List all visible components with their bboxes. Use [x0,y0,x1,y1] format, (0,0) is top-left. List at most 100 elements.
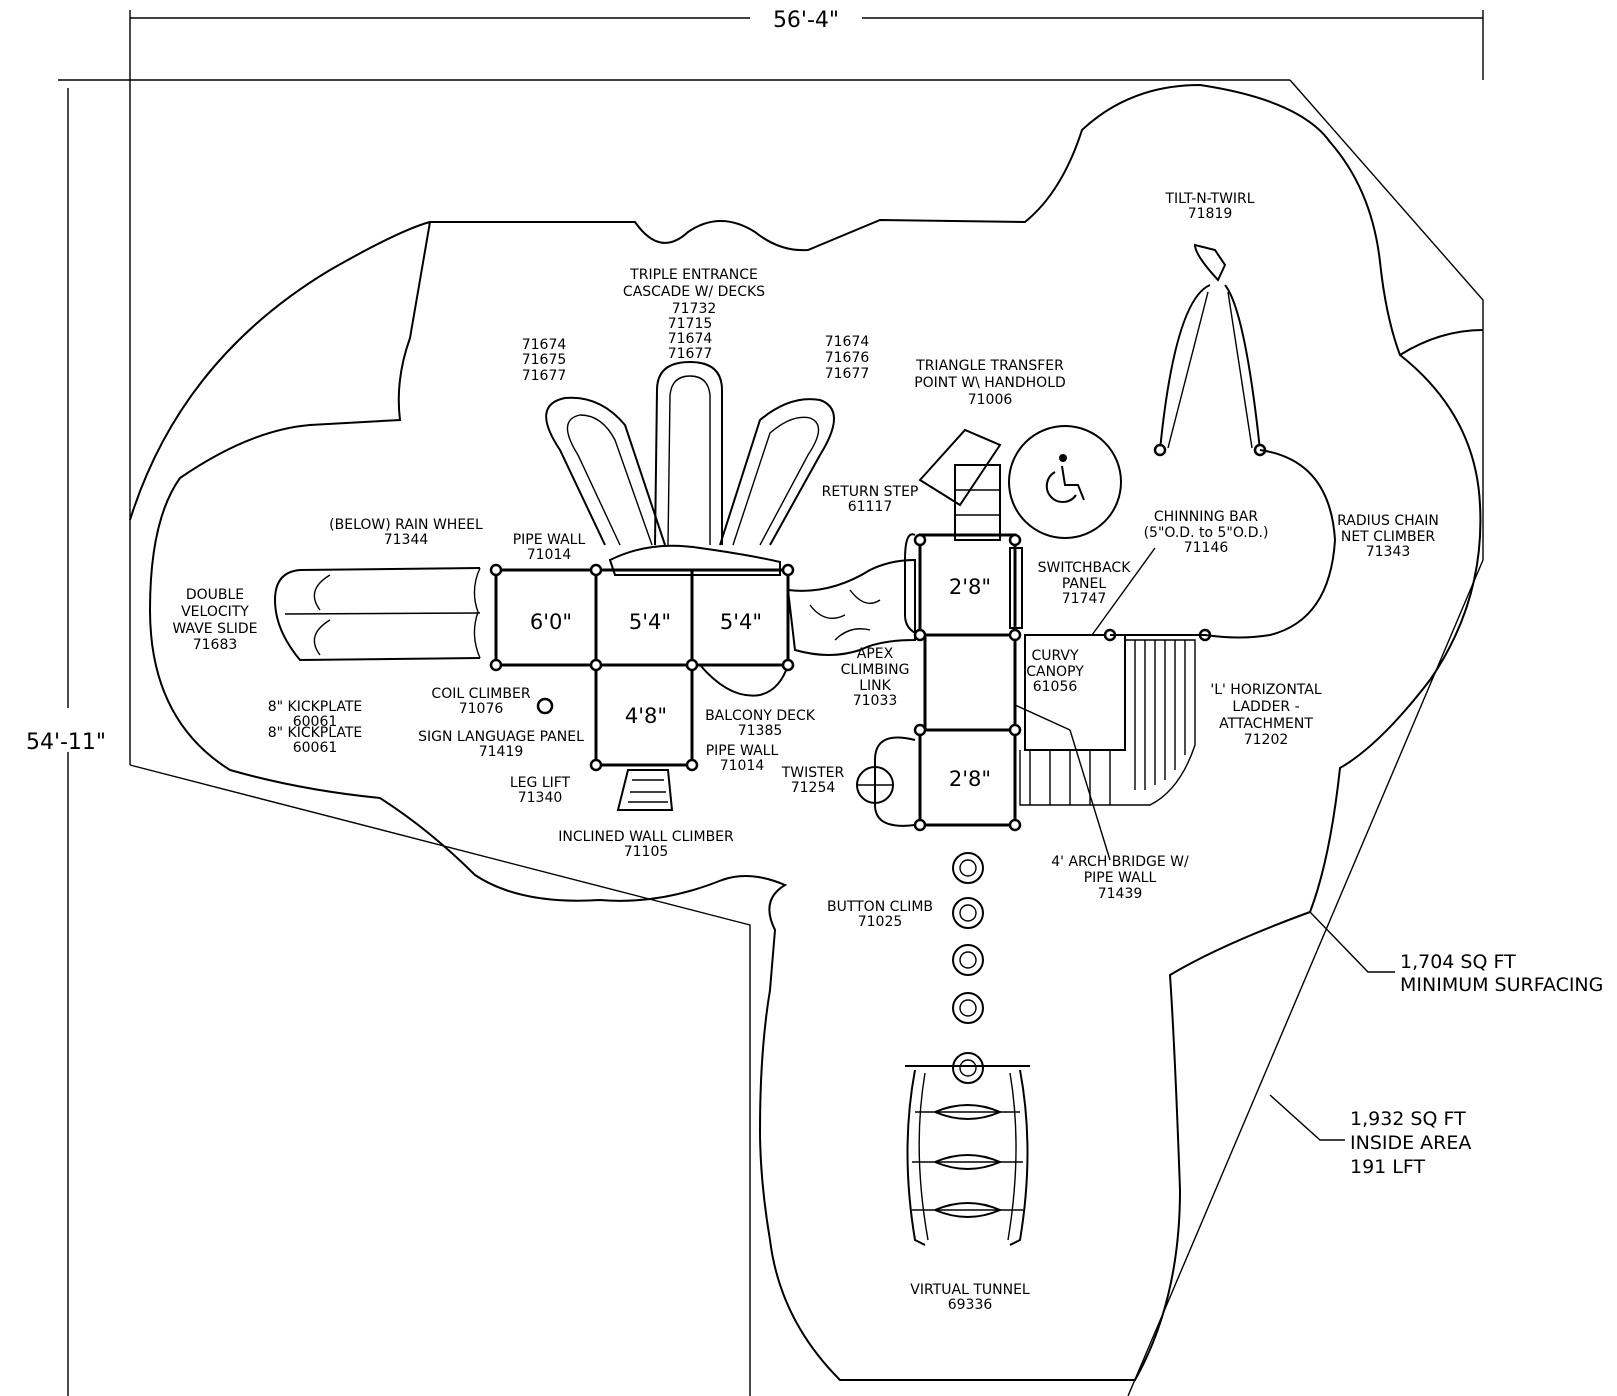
label-triangle-transfer: TRIANGLE TRANSFER POINT W\ HANDHOLD 7100… [914,358,1066,408]
deck-structure-right [856,533,1196,827]
svg-text:BALCONY DECK: BALCONY DECK [705,708,816,724]
apex-climbing-link [786,558,916,656]
label-twister: TWISTER 71254 [781,765,845,796]
area-note-surfacing: 1,704 SQ FT MINIMUM SURFACING [1400,951,1603,996]
svg-text:(5"O.D. to 5"O.D.): (5"O.D. to 5"O.D.) [1144,525,1269,541]
label-rain-wheel: (BELOW) RAIN WHEEL 71344 [329,517,483,548]
svg-text:SWITCHBACK: SWITCHBACK [1038,560,1132,576]
surfacing-boundary [148,83,1482,1381]
svg-text:71340: 71340 [518,790,563,806]
svg-text:71014: 71014 [720,758,765,774]
label-double-velocity: DOUBLE VELOCITY WAVE SLIDE 71683 [172,587,257,653]
svg-text:71677: 71677 [522,368,567,384]
label-kickplate-1: 8" KICKPLATE 60061 [268,699,363,730]
svg-text:COIL CLIMBER: COIL CLIMBER [431,686,530,702]
svg-text:61056: 61056 [1033,679,1078,695]
svg-text:71674: 71674 [522,337,567,353]
svg-text:BUTTON CLIMB: BUTTON CLIMB [827,899,933,915]
svg-text:71344: 71344 [384,532,429,548]
svg-text:CANOPY: CANOPY [1026,664,1084,680]
svg-text:5'4": 5'4" [720,610,762,634]
button-climb [952,852,984,1084]
svg-text:71343: 71343 [1366,544,1411,560]
svg-text:INSIDE AREA: INSIDE AREA [1350,1132,1471,1154]
svg-text:71747: 71747 [1062,591,1107,607]
leader-lines [1014,547,1395,1141]
deck-heights: 6'0" 5'4" 5'4" 4'8" 2'8" 2'8" [530,575,991,791]
cascade-slides [545,360,835,576]
svg-text:71683: 71683 [193,637,238,653]
svg-text:61117: 61117 [848,499,893,515]
svg-text:4'8": 4'8" [625,704,667,728]
label-coil-climber: COIL CLIMBER 71076 [431,686,530,717]
svg-text:INCLINED WALL CLIMBER: INCLINED WALL CLIMBER [558,829,734,845]
svg-text:71676: 71676 [825,350,870,366]
svg-text:CLIMBING: CLIMBING [841,662,910,678]
svg-text:1,704 SQ FT: 1,704 SQ FT [1400,951,1516,973]
svg-text:71675: 71675 [522,352,567,368]
svg-text:1,932 SQ FT: 1,932 SQ FT [1350,1108,1466,1130]
label-cascade-mid: 71715 71674 71677 [668,316,713,362]
svg-text:6'0": 6'0" [530,610,572,634]
label-arch-bridge: 4' ARCH BRIDGE W/ PIPE WALL 71439 [1051,854,1189,902]
svg-text:WAVE SLIDE: WAVE SLIDE [172,621,257,637]
svg-text:CHINNING BAR: CHINNING BAR [1154,509,1258,525]
svg-text:RADIUS CHAIN: RADIUS CHAIN [1337,513,1439,529]
svg-text:2'8": 2'8" [949,767,991,791]
svg-text:CURVY: CURVY [1031,648,1079,664]
label-leg-lift: LEG LIFT 71340 [510,775,571,806]
svg-text:71025: 71025 [858,914,903,930]
svg-text:71076: 71076 [459,701,504,717]
svg-text:71202: 71202 [1244,732,1289,748]
svg-text:71674: 71674 [668,331,713,347]
svg-text:71677: 71677 [825,366,870,382]
label-triple-entrance: TRIPLE ENTRANCE CASCADE W/ DECKS 71732 [623,267,765,317]
double-wave-slide [273,567,481,662]
svg-text:71732: 71732 [672,301,717,317]
svg-text:LINK: LINK [859,678,891,694]
label-inclined-wall: INCLINED WALL CLIMBER 71105 [558,829,734,860]
label-tilt-n-twirl: TILT-N-TWIRL 71819 [1164,191,1254,222]
triangle-transfer-point [918,428,1002,541]
svg-text:60061: 60061 [293,740,338,756]
label-l-ladder: 'L' HORIZONTAL LADDER - ATTACHMENT 71202 [1210,682,1321,748]
svg-text:191 LFT: 191 LFT [1350,1156,1425,1178]
label-pipe-wall-top: PIPE WALL 71014 [513,532,586,563]
svg-text:NET CLIMBER: NET CLIMBER [1341,529,1436,545]
svg-text:TWISTER: TWISTER [781,765,845,781]
svg-text:69336: 69336 [948,1297,993,1313]
svg-text:71006: 71006 [968,392,1013,408]
svg-text:8" KICKPLATE: 8" KICKPLATE [268,725,363,741]
virtual-tunnel [905,1065,1030,1246]
svg-text:60061: 60061 [293,714,338,730]
svg-text:71677: 71677 [668,346,713,362]
svg-text:LADDER -: LADDER - [1232,699,1299,715]
label-return-step: RETURN STEP 61117 [822,484,919,515]
svg-text:71439: 71439 [1098,886,1143,902]
label-kickplate-2: 8" KICKPLATE 60061 [268,725,363,756]
label-switchback: SWITCHBACK PANEL 71747 [1038,560,1132,607]
height-dimension-label: 54'-11" [26,730,106,755]
svg-text:PIPE WALL: PIPE WALL [513,532,586,548]
svg-text:4' ARCH BRIDGE W/: 4' ARCH BRIDGE W/ [1051,854,1189,870]
label-apex: APEX CLIMBING LINK 71033 [841,646,910,709]
svg-text:71385: 71385 [738,723,783,739]
svg-text:(BELOW) RAIN WHEEL: (BELOW) RAIN WHEEL [329,517,483,533]
svg-text:CASCADE W/ DECKS: CASCADE W/ DECKS [623,284,765,300]
svg-text:71146: 71146 [1184,540,1229,556]
deck-structure-left [494,568,790,811]
wheelchair-accessibility-icon [1008,425,1122,539]
svg-text:TILT-N-TWIRL: TILT-N-TWIRL [1164,191,1254,207]
label-radius-chain: RADIUS CHAIN NET CLIMBER 71343 [1337,513,1439,560]
site-boundary [58,10,1484,1396]
label-button-climb: BUTTON CLIMB 71025 [827,899,933,930]
label-curvy-canopy: CURVY CANOPY 61056 [1026,648,1084,695]
svg-text:APEX: APEX [857,646,894,662]
svg-text:LEG LIFT: LEG LIFT [510,775,571,791]
label-virtual-tunnel: VIRTUAL TUNNEL 69336 [910,1282,1030,1313]
svg-text:2'8": 2'8" [949,575,991,599]
posts-right [913,533,1212,832]
svg-text:5'4": 5'4" [629,610,671,634]
svg-text:MINIMUM SURFACING: MINIMUM SURFACING [1400,974,1603,996]
